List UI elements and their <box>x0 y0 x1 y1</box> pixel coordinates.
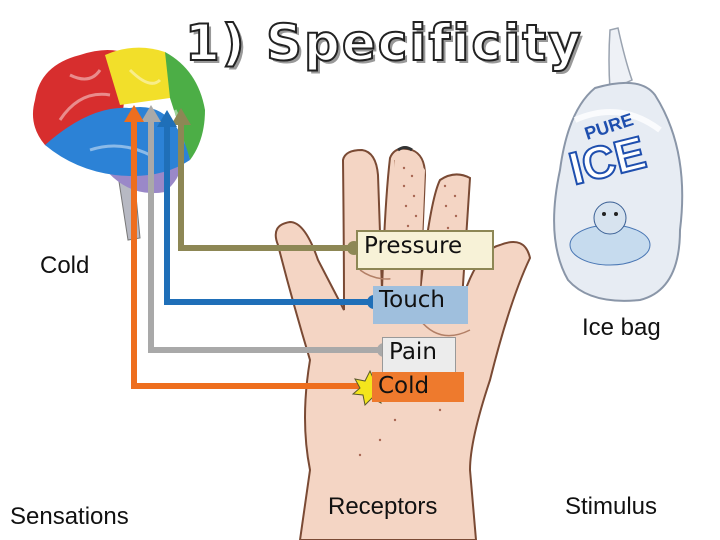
pain-arrowhead <box>141 105 161 122</box>
cold-receptor-label: Cold <box>372 372 464 402</box>
nerve-pathways <box>124 105 382 389</box>
touch-receptor-label: Touch <box>373 286 468 324</box>
ice-bag-label: Ice bag <box>582 314 661 341</box>
page-title: 1) Specificity <box>184 13 583 73</box>
pain-receptor-label: Pain <box>382 337 456 373</box>
cold-sensation-label: Cold <box>40 252 90 279</box>
cold-arrowhead <box>124 105 144 122</box>
touch-pathway-line <box>164 122 372 305</box>
touch-arrowhead <box>157 110 177 127</box>
pressure-arrowhead <box>171 108 191 125</box>
stimulus-label: Stimulus <box>565 493 658 520</box>
cold-pathway-line <box>131 118 368 389</box>
ice-bag-illustration: PURE ICE <box>553 27 684 302</box>
pain-pathway-line <box>148 118 382 353</box>
pressure-pathway-line <box>178 120 352 251</box>
sensations-label: Sensations <box>10 503 129 530</box>
receptors-label: Receptors <box>328 493 438 520</box>
pressure-receptor-label: Pressure <box>356 230 494 270</box>
